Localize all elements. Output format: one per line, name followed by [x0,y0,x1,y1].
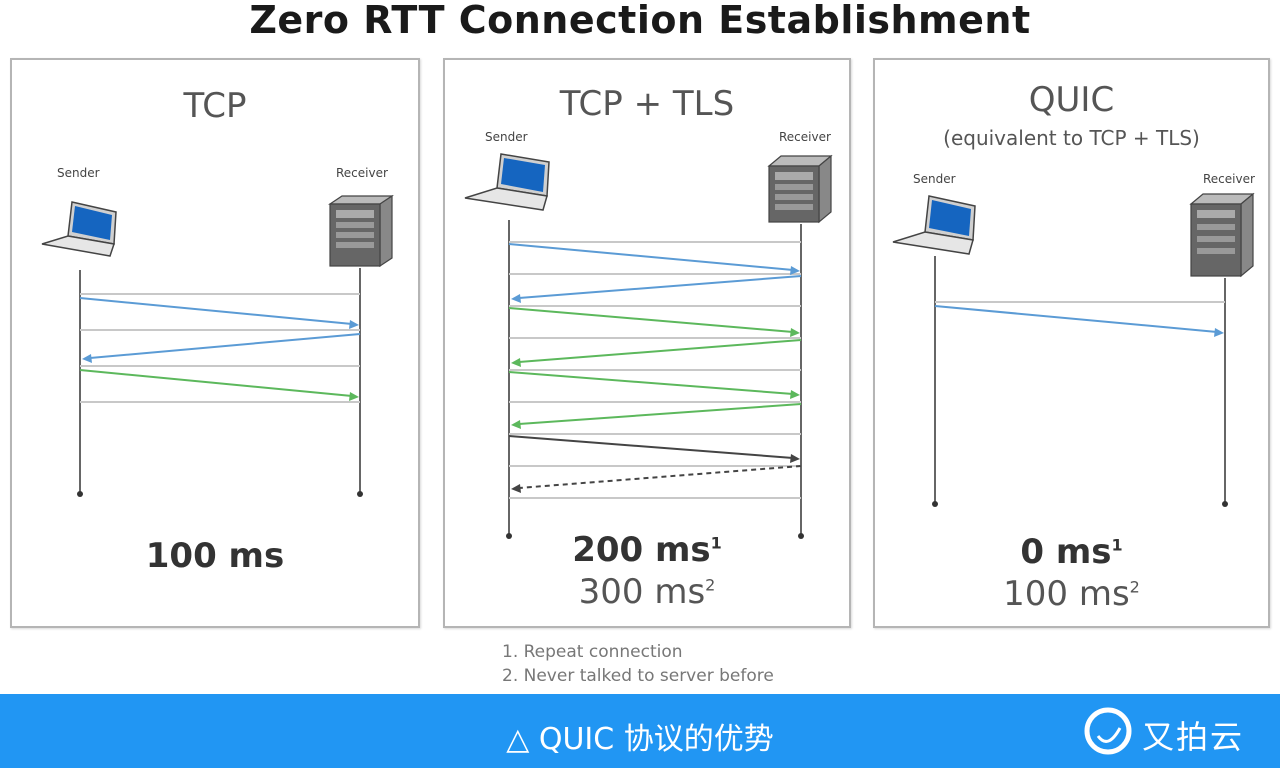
receiver-label: Receiver [336,166,388,180]
tcp-panel: TCP Sender Receiver [10,58,420,628]
receiver-label: Receiver [1203,172,1255,186]
message-arrows [508,243,802,493]
receiver-lifeline-end [1222,501,1228,507]
footnote: 2. Never talked to server before [502,666,774,686]
caption-text: △ QUIC 协议的优势 [506,722,774,757]
sender-lifeline-end [506,533,512,539]
laptop-icon [464,153,550,211]
tcp-tls-sequence-diagram [464,153,833,539]
quic-panel: QUIC (equivalent to TCP + TLS) Sender Re… [873,58,1270,628]
server-icon [1189,192,1255,278]
brand-name: 又拍云 [1142,718,1245,756]
sender-label: Sender [485,130,528,144]
server-icon [328,194,394,268]
tcp-sequence-diagram [41,194,394,497]
caption-banner: △ QUIC 协议的优势 又拍云 [0,694,1280,768]
quic-sequence-diagram [892,192,1255,507]
sender-lifeline-end [77,491,83,497]
laptop-icon [41,201,117,257]
brand-logo: 又拍云 [1082,706,1272,756]
panel-title: TCP [183,86,247,126]
upyun-logo-icon [1084,707,1132,755]
sender-label: Sender [57,166,100,180]
page-title: Zero RTT Connection Establishment [249,0,1031,42]
latency-repeat-value: 200 ms1 [572,530,722,570]
latency-value: 100 ms [145,536,285,576]
receiver-label: Receiver [779,130,831,144]
footnotes: 1. Repeat connection 2. Never talked to … [502,640,774,688]
server-icon [767,154,833,224]
sender-label: Sender [913,172,956,186]
receiver-lifeline-end [798,533,804,539]
receiver-lifeline-end [357,491,363,497]
time-gridlines [80,293,360,403]
message-arrows [79,297,361,401]
latency-first-value: 100 ms2 [1003,574,1140,614]
tcp-tls-panel: TCP + TLS Sender Receiver [443,58,851,628]
latency-repeat-value: 0 ms1 [1020,532,1123,572]
message-arrows [934,305,1224,337]
sender-lifeline-end [932,501,938,507]
panel-subtitle: (equivalent to TCP + TLS) [943,126,1200,150]
latency-first-value: 300 ms2 [578,572,716,612]
laptop-icon [892,195,976,255]
time-gridlines [509,241,801,499]
panel-title: QUIC [1028,80,1115,120]
footnote: 1. Repeat connection [502,642,683,662]
panel-title: TCP + TLS [559,84,735,124]
